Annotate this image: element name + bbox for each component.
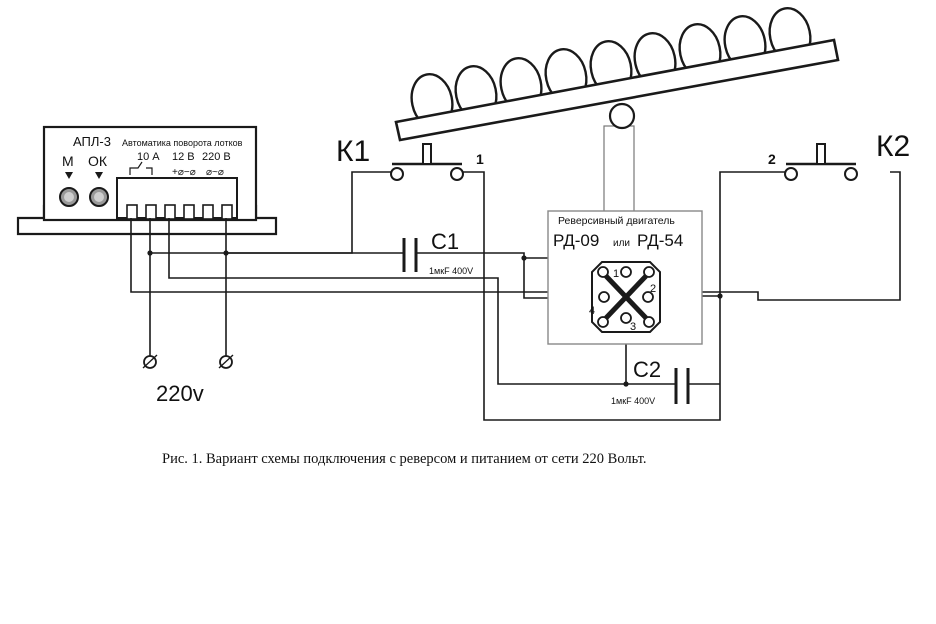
terminal: [221, 204, 233, 220]
k1-label: К1: [336, 135, 370, 168]
capacitor-c1: С1 1мкF 400V: [402, 229, 473, 276]
motor-pin-4: 4: [589, 305, 595, 317]
figure-caption: Рис. 1. Вариант схемы подключения с реве…: [162, 451, 647, 467]
mains-label: 220v: [156, 381, 204, 406]
junction-node: [521, 255, 527, 261]
terminal: [164, 204, 176, 220]
button-m[interactable]: [59, 187, 79, 207]
screw-icon: [597, 316, 609, 328]
switch-k2: К2 2: [768, 130, 910, 181]
arrow-down-icon: [95, 172, 103, 179]
switch-k1: К1 1: [336, 135, 484, 181]
wires: [130, 171, 901, 421]
tray-plank: [394, 38, 840, 142]
motor-rd: Реверсивный двигатель РД-09 или РД-54 1 …: [547, 210, 703, 345]
output-220v-label: 220 В: [202, 151, 231, 163]
btn-m-label: М: [62, 153, 74, 169]
relay-contact-icon: [129, 161, 153, 175]
k1-pin-label: 1: [476, 151, 484, 167]
screw-icon: [620, 312, 632, 324]
terminal: [126, 204, 138, 220]
egg-tray: [394, 7, 840, 213]
c1-label: С1: [431, 229, 459, 254]
sym-12v: +⌀−⌀: [172, 167, 196, 178]
tray-shaft: [603, 102, 636, 213]
terminal: [145, 204, 157, 220]
junction-node: [223, 250, 229, 256]
motor-pin-2: 2: [650, 283, 656, 295]
terminal: [183, 204, 195, 220]
terminal: [202, 204, 214, 220]
c1-value: 1мкF 400V: [429, 266, 473, 276]
motor-or: или: [613, 238, 630, 249]
btn-ok-label: ОК: [88, 153, 108, 169]
screw-icon: [598, 291, 610, 303]
controller-apl3: АПЛ-3 Автоматика поворота лотков М ОК 10…: [16, 125, 278, 236]
button-ok[interactable]: [89, 187, 109, 207]
c2-value: 1мкF 400V: [611, 396, 655, 406]
sym-220v: ⌀~⌀: [206, 167, 224, 178]
k2-pin-label: 2: [768, 151, 776, 167]
screw-icon: [643, 316, 655, 328]
screw-icon: [597, 266, 609, 278]
motor-pin-1: 1: [613, 268, 619, 280]
output-10a-label: 10 А: [137, 151, 160, 163]
connector-screws: [597, 266, 655, 328]
screw-icon: [643, 266, 655, 278]
controller-title: АПЛ-3: [73, 134, 111, 149]
terminals: [126, 204, 233, 220]
motor-pin-3: 3: [630, 321, 636, 333]
motor-title: Реверсивный двигатель: [558, 215, 675, 227]
motor-model-a: РД-09: [553, 231, 599, 250]
screw-icon: [620, 266, 632, 278]
screw-icon: [642, 291, 654, 303]
motor-model-b: РД-54: [637, 231, 683, 250]
junction-node: [147, 250, 153, 256]
controller-subtitle: Автоматика поворота лотков: [122, 138, 243, 148]
mains-terminals: [142, 354, 234, 369]
arrow-down-icon: [65, 172, 73, 179]
junction-node: [717, 293, 723, 299]
junction-nodes: [147, 250, 723, 387]
junction-node: [623, 381, 629, 387]
c2-label: С2: [633, 357, 661, 382]
output-12v-label: 12 В: [172, 151, 195, 163]
capacitor-c2: С2 1мкF 400V: [611, 357, 690, 406]
k2-label: К2: [876, 130, 910, 163]
